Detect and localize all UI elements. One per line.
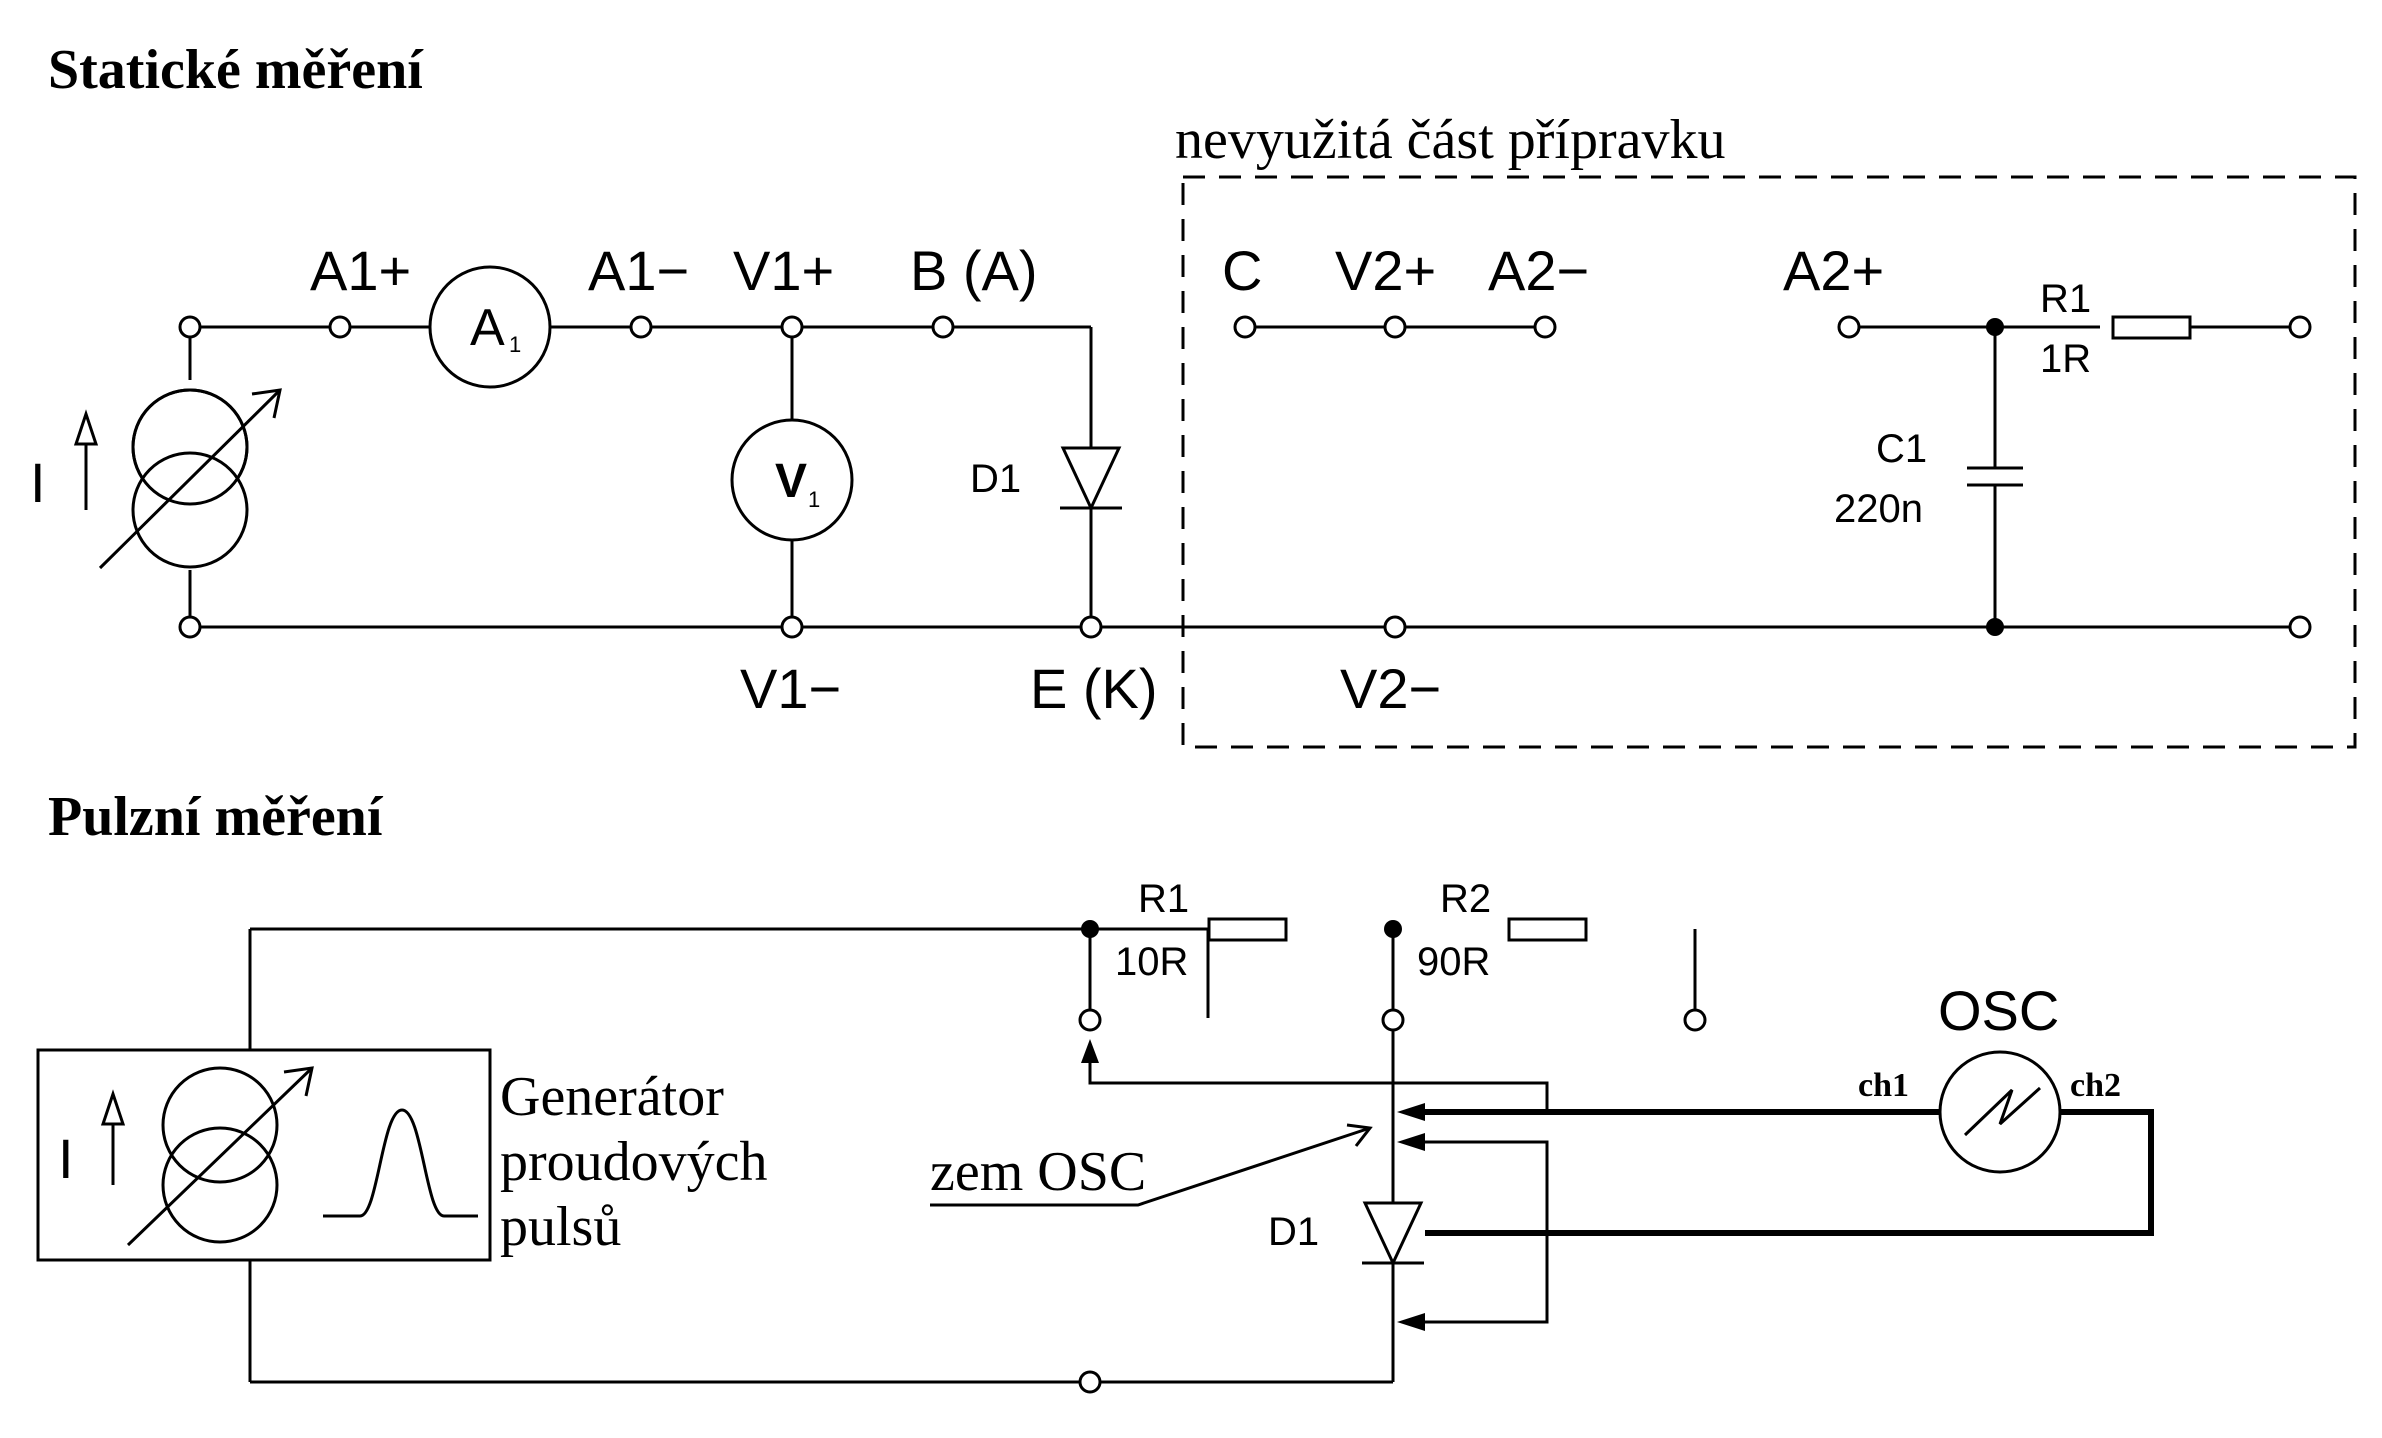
- ammeter-icon: A 1: [428, 265, 552, 389]
- voltmeter-icon: V 1: [730, 418, 854, 542]
- current-source-icon: [98, 388, 282, 570]
- pulse-shape-icon: [323, 1108, 478, 1218]
- ch1-label: ch1: [1858, 1067, 1909, 1104]
- pulse-r1-value: 10R: [1115, 940, 1188, 984]
- terminal-b-a: B (A): [910, 239, 1038, 302]
- ground-label: zem OSC: [930, 1141, 1146, 1203]
- probe-arrow-icon: [1081, 1039, 1099, 1063]
- ch2-label: ch2: [2070, 1067, 2121, 1104]
- pulse-r2-name: R2: [1440, 877, 1491, 921]
- probe-arrow-icon: [1397, 1103, 1425, 1121]
- terminal-v2-plus: V2+: [1335, 239, 1436, 302]
- terminal-v2-minus: V2−: [1340, 657, 1441, 720]
- static-c1-value: 220n: [1834, 487, 1923, 531]
- pulse-r2-value: 90R: [1417, 940, 1490, 984]
- junction-dot: [1986, 618, 2004, 636]
- current-direction-arrow-icon: [73, 409, 99, 510]
- unused-area-label: nevyužitá část přípravku: [1175, 109, 1725, 171]
- static-terminals: [178, 315, 2312, 639]
- probe-arrow-icon: [1397, 1313, 1425, 1331]
- junction-dot: [1081, 920, 1099, 938]
- generator-box: [36, 1048, 492, 1262]
- unused-area-box: [1181, 175, 2357, 749]
- static-r1-name: R1: [2040, 277, 2091, 321]
- capacitor-c1-icon: [1967, 466, 2023, 487]
- terminal-a1-minus: A1−: [588, 239, 689, 302]
- terminal-e-k: E (K): [1030, 657, 1158, 720]
- pulse-diode-icon: [1362, 1201, 1424, 1267]
- pulse-direction-arrow-icon: [100, 1089, 126, 1185]
- resistor-r1-pulse-icon: [1207, 917, 1288, 942]
- static-c1-name: C1: [1876, 427, 1927, 471]
- ground-leader-arrowhead: [1346, 1123, 1373, 1147]
- oscilloscope-icon: [1938, 1050, 2062, 1174]
- junction-dot: [1986, 318, 2004, 336]
- pulse-source-label: I: [58, 1127, 74, 1190]
- pulse-diode-label: D1: [1268, 1210, 1319, 1254]
- static-source-label: I: [30, 451, 46, 514]
- terminal-a2-plus: A2+: [1783, 239, 1884, 302]
- oscilloscope-label: OSC: [1938, 979, 2059, 1042]
- terminal-a1-plus: A1+: [310, 239, 411, 302]
- generator-label-line2: proudových: [500, 1131, 768, 1193]
- pulse-wires: [248, 927, 1697, 1384]
- resistor-r2-pulse-icon: [1507, 917, 1588, 942]
- junction-dot: [1384, 920, 1402, 938]
- ground-leader-line: [930, 1126, 1371, 1207]
- resistor-r1-icon: [2111, 315, 2192, 340]
- probe-arrow-icon: [1397, 1133, 1425, 1151]
- terminal-a2-minus: A2−: [1488, 239, 1589, 302]
- terminal-v1-plus: V1+: [733, 239, 834, 302]
- generator-label-line1: Generátor: [500, 1066, 724, 1128]
- static-title: Statické měření: [48, 39, 424, 101]
- voltmeter-letter: V: [775, 455, 807, 508]
- pulse-r1-name: R1: [1138, 877, 1189, 921]
- ch2-lead: [1425, 1109, 2154, 1236]
- terminal-c: C: [1222, 239, 1262, 302]
- diode-icon: [1060, 446, 1122, 512]
- terminal-v1-minus: V1−: [740, 657, 841, 720]
- ammeter-index: 1: [509, 332, 521, 357]
- static-diode-label: D1: [970, 457, 1021, 501]
- pulse-title: Pulzní měření: [48, 786, 384, 848]
- pulse-current-source-icon: [126, 1066, 314, 1247]
- pulse-terminals: [1078, 1008, 1707, 1394]
- voltmeter-index: 1: [808, 487, 820, 512]
- ammeter-letter: A: [470, 299, 505, 357]
- generator-label-line3: pulsů: [500, 1196, 621, 1258]
- static-r1-value: 1R: [2040, 337, 2091, 381]
